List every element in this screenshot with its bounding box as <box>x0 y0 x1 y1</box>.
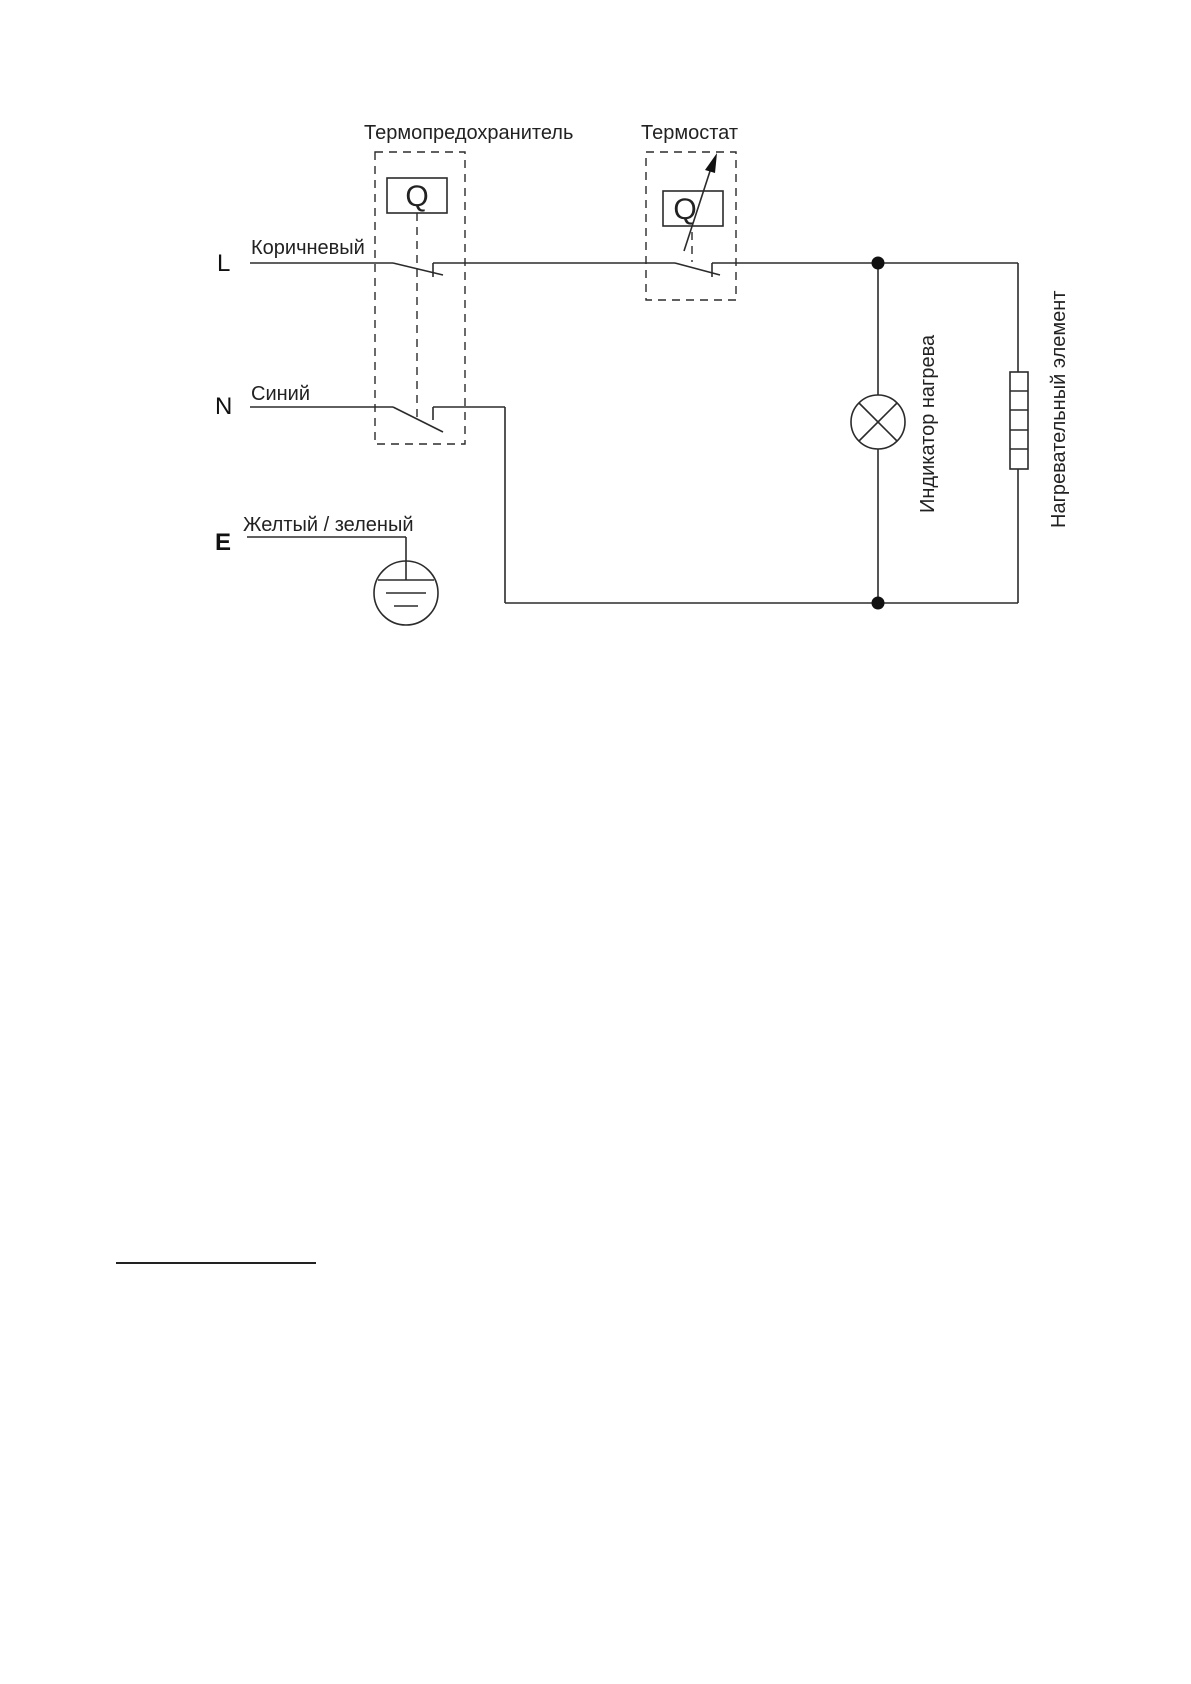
thermal-fuse: Q <box>374 151 466 445</box>
arrow-head-icon <box>705 153 717 173</box>
line-l-circuit <box>250 262 1018 277</box>
thermal-fuse-label: Термопредохранитель <box>364 122 573 144</box>
thermostat: Q <box>645 151 737 301</box>
terminal-e-label: E <box>215 529 231 556</box>
thermostat-sensor-box <box>662 190 724 227</box>
earth-circuit <box>247 536 407 580</box>
thermostat-sensor-symbol: Q <box>673 193 696 226</box>
fuse-sensor-symbol: Q <box>405 180 428 213</box>
yellow-green-wire-label: Желтый / зеленый <box>243 514 414 536</box>
terminal-l-label: L <box>217 250 230 277</box>
heating-element-icon <box>1009 371 1029 470</box>
heating-indicator-lamp-icon <box>850 394 906 450</box>
footnote-separator <box>116 1262 316 1264</box>
adjustable-arrow-icon <box>683 164 713 252</box>
brown-wire-label: Коричневый <box>251 237 365 259</box>
blue-wire-label: Синий <box>251 383 310 405</box>
heating-indicator-label: Индикатор нагрева <box>917 334 939 513</box>
heating-element-label: Нагревательный элемент <box>1048 291 1070 528</box>
line-n-circuit <box>250 406 1018 604</box>
fuse-sensor-box <box>386 177 448 214</box>
terminal-n-label: N <box>215 393 232 420</box>
thermostat-label: Термостат <box>641 122 738 144</box>
junction-node-top <box>871 256 885 270</box>
junction-node-bottom <box>871 596 885 610</box>
ground-icon <box>373 560 439 626</box>
